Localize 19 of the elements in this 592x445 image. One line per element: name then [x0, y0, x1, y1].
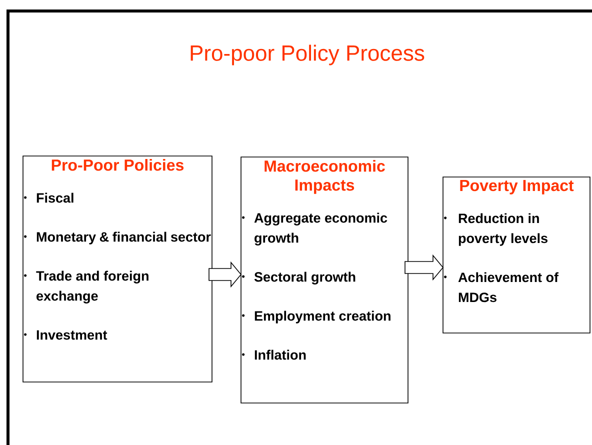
list-box	[22, 156, 212, 382]
bullet-item: Trade and foreign exchange	[24, 270, 148, 304]
block-arrow	[404, 254, 444, 281]
title: Pro-poor Policy Process	[190, 44, 424, 66]
bullet-item: Achievement of MDGs	[444, 272, 559, 302]
list-box	[240, 156, 408, 404]
bullet-item: Employment creation	[242, 310, 390, 324]
list-box	[442, 176, 590, 334]
box-heading: Poverty Impact	[460, 180, 574, 194]
bullet-item: Monetary & financial sector	[24, 232, 211, 244]
bullet-item: Investment	[24, 330, 108, 340]
box-heading: Pro-Poor Policies	[52, 159, 184, 171]
bullet-item: Reduction in poverty levels	[444, 213, 548, 246]
box-heading: Macroeconomic Impacts	[264, 160, 385, 194]
bullet-item: Sectoral growth	[242, 272, 356, 284]
bullet-item: Fiscal	[24, 192, 74, 203]
block-arrow	[208, 261, 242, 288]
bullet-item: Aggregate economic growth	[242, 212, 388, 246]
bullet-item: Inflation	[242, 350, 306, 360]
